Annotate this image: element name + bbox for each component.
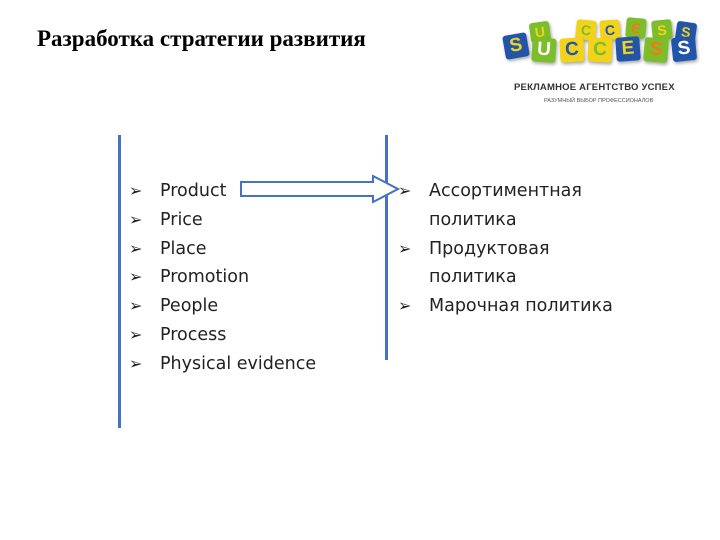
arrowhead-bullet-icon: ➢ bbox=[129, 324, 143, 344]
logo-cube-c1: C bbox=[559, 37, 585, 63]
arrowhead-bullet-icon: ➢ bbox=[129, 353, 143, 373]
arrowhead-bullet-icon: ➢ bbox=[129, 181, 143, 200]
logo-cube-e: E bbox=[615, 36, 641, 62]
arrowhead-bullet-icon: ➢ bbox=[398, 296, 412, 316]
arrowhead-bullet-icon: ➢ bbox=[129, 209, 143, 229]
list-item: ➢Process bbox=[129, 321, 316, 350]
success-logo: U C C E S S S U C C E S S РЕКЛАМНОЕ АГЕН… bbox=[494, 17, 710, 118]
list-item: ➢Place bbox=[129, 235, 316, 264]
logo-cubes: U C C E S S S U C C E S S bbox=[494, 17, 710, 80]
arrowhead-bullet-icon: ➢ bbox=[129, 296, 143, 316]
list-item: ➢Ассортиментная политика bbox=[398, 177, 613, 235]
slide-title: Разработка стратегии развития bbox=[37, 26, 366, 51]
logo-cube-c2: C bbox=[587, 37, 613, 63]
list-item: ➢Price bbox=[129, 206, 316, 235]
product-policy-list: ➢Ассортиментная политика ➢Продуктовая по… bbox=[398, 177, 613, 321]
list-item: ➢Promotion bbox=[129, 263, 316, 292]
list-item: ➢Продуктовая политика bbox=[398, 235, 613, 293]
right-vertical-divider bbox=[385, 135, 388, 360]
arrowhead-bullet-icon: ➢ bbox=[398, 181, 412, 200]
logo-cube-s3: S bbox=[670, 35, 698, 63]
list-item: ➢People bbox=[129, 292, 316, 321]
logo-cube-s: S bbox=[502, 32, 530, 60]
logo-agency-name: РЕКЛАМНОЕ АГЕНТСТВО УСПЕХ bbox=[514, 82, 675, 93]
left-vertical-divider bbox=[118, 135, 121, 428]
logo-cube-s2: S bbox=[642, 36, 670, 64]
right-arrow-icon bbox=[240, 174, 400, 204]
logo-cube-u: U bbox=[531, 37, 557, 63]
arrowhead-bullet-icon: ➢ bbox=[129, 238, 143, 258]
list-item: ➢Physical evidence bbox=[129, 350, 316, 379]
arrowhead-bullet-icon: ➢ bbox=[398, 238, 412, 258]
marketing-mix-list: ➢Product ➢Price ➢Place ➢Promotion ➢Peopl… bbox=[129, 177, 316, 379]
list-item: ➢Product bbox=[129, 177, 316, 206]
arrowhead-bullet-icon: ➢ bbox=[129, 267, 143, 287]
logo-tagline: РАЗУМНЫЙ ВЫБОР ПРОФЕССИОНАЛОВ bbox=[544, 98, 654, 104]
list-item: ➢Марочная политика bbox=[398, 292, 613, 321]
